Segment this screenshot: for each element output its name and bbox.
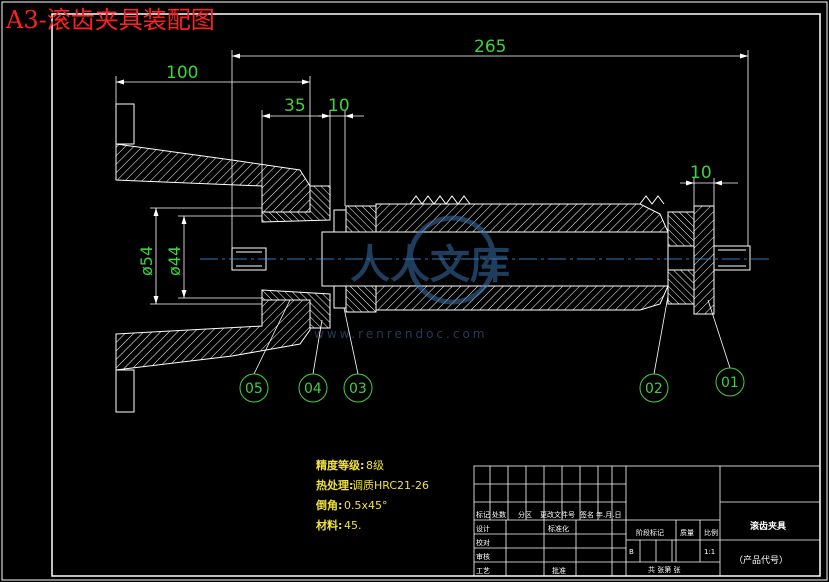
note-label-heat: 热处理: <box>316 478 353 492</box>
svg-text:04: 04 <box>304 381 322 397</box>
dim-10-left: 10 <box>328 96 350 116</box>
note-value-precision: 8级 <box>366 459 384 472</box>
part-balloon-03: 03 <box>343 373 373 403</box>
dim-left-length: 100 <box>166 63 198 83</box>
part-balloon-01: 01 <box>715 367 745 397</box>
svg-text:02: 02 <box>645 381 663 397</box>
svg-text:审核: 审核 <box>476 552 490 561</box>
dimension-arrows <box>116 53 748 304</box>
part-balloon-04: 04 <box>298 373 328 403</box>
svg-text:批准: 批准 <box>552 566 566 575</box>
title-block <box>473 465 821 577</box>
svg-text:工艺: 工艺 <box>476 567 490 575</box>
note-label-precision: 精度等级: <box>316 458 364 472</box>
watermark-url: www.renrendoc.com <box>314 327 487 341</box>
svg-text:B: B <box>629 548 634 556</box>
svg-text:1:1: 1:1 <box>704 548 715 556</box>
svg-text:01: 01 <box>721 375 739 391</box>
note-value-heat: 调质HRC21-26 <box>352 479 429 492</box>
drawing-title: A3-滚齿夹具装配图 <box>5 6 215 34</box>
leader-lines <box>253 295 731 375</box>
svg-text:标准化: 标准化 <box>548 524 569 533</box>
note-label-material: 材料: <box>316 518 342 532</box>
note-value-chamfer: 0.5x45° <box>344 499 388 512</box>
svg-text:分区: 分区 <box>518 510 532 519</box>
svg-text:03: 03 <box>349 381 367 397</box>
svg-text:年.月.日: 年.月.日 <box>596 510 621 519</box>
svg-text:（产品代号）: （产品代号） <box>734 554 788 566</box>
title-block-text: 标记 处数 分区 更改文件号 签名 年.月.日 设计 校对 审核 工艺 标准化 … <box>476 510 788 575</box>
part-balloon-05: 05 <box>239 373 269 403</box>
dim-10-right: 10 <box>690 163 712 183</box>
tech-notes: 精度等级: 8级 热处理: 调质HRC21-26 倒角: 0.5x45° 材料:… <box>315 458 429 532</box>
note-value-material: 45. <box>344 519 362 532</box>
dim-35: 35 <box>284 96 306 116</box>
part-balloon-02: 02 <box>639 373 669 403</box>
watermark-logo: 人人文库 <box>350 242 510 288</box>
dim-dia-44: ø44 <box>165 246 184 276</box>
note-label-chamfer: 倒角: <box>315 498 342 512</box>
svg-text:阶段标记: 阶段标记 <box>636 528 664 537</box>
dim-dia-54: ø54 <box>137 246 156 276</box>
gear-blank-section <box>115 103 331 413</box>
svg-text:设计: 设计 <box>476 524 490 533</box>
svg-text:比例: 比例 <box>704 528 718 537</box>
svg-text:共 张第 张: 共 张第 张 <box>648 565 680 574</box>
svg-text:标记: 标记 <box>476 510 490 519</box>
svg-text:校对: 校对 <box>476 538 490 547</box>
svg-text:滚齿夹具: 滚齿夹具 <box>750 520 786 532</box>
dim-overall-length: 265 <box>474 37 506 57</box>
svg-text:质量: 质量 <box>680 528 694 537</box>
inner-frame <box>51 13 821 577</box>
svg-text:签名: 签名 <box>580 510 594 519</box>
svg-text:处数: 处数 <box>492 510 506 519</box>
svg-text:更改文件号: 更改文件号 <box>540 510 575 519</box>
watermark: 人人文库 www.renrendoc.com <box>314 215 510 341</box>
svg-text:05: 05 <box>245 381 263 397</box>
